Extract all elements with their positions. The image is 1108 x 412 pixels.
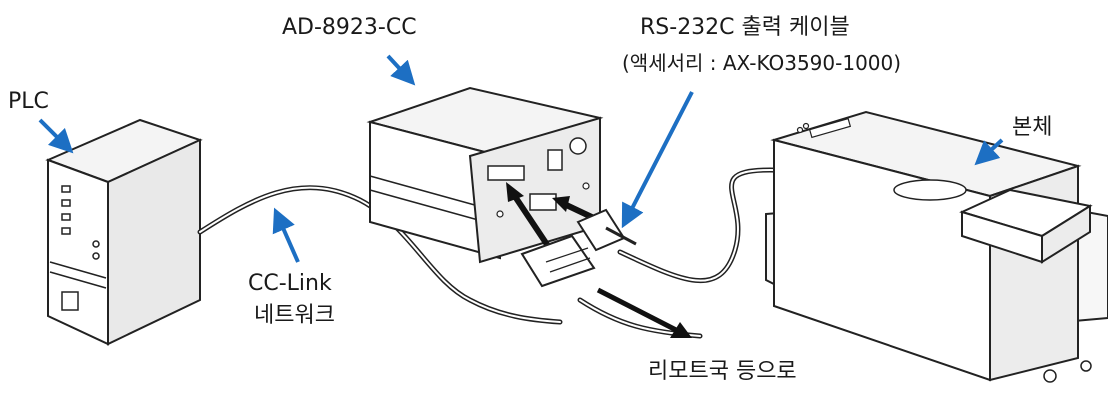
cclink-label-line1: CC-Link xyxy=(248,271,332,296)
remote-direction-arrow xyxy=(596,287,692,338)
converter-label: AD-8923-CC xyxy=(282,15,417,40)
plc-label: PLC xyxy=(8,89,49,114)
cclink-pointer-arrow xyxy=(272,207,300,263)
main-unit-device xyxy=(765,110,1108,383)
plc-device xyxy=(45,118,203,346)
cclink-label-line2: 네트워크 xyxy=(254,303,335,328)
cc-link-plug xyxy=(520,234,596,288)
rs232c-plug xyxy=(576,208,637,252)
remote-label: 리모트국 등으로 xyxy=(648,359,797,384)
connector-arrowheads xyxy=(506,182,570,212)
converter-pointer-arrow xyxy=(386,54,416,86)
plc-pointer-arrow xyxy=(38,118,74,154)
main-unit-pointer-arrow xyxy=(974,138,1004,166)
main-unit-label: 본체 xyxy=(1012,115,1052,140)
pointer-arrows xyxy=(38,54,1004,263)
rs232c-pointer-arrow xyxy=(621,91,694,229)
converter-device xyxy=(366,86,604,264)
rs232c-label-line2: (액세서리 : AX-KO3590-1000) xyxy=(622,51,901,75)
rs232c-label-line1: RS-232C 출력 케이블 xyxy=(640,15,850,40)
diagram-labels: PLC AD-8923-CC RS-232C 출력 케이블 (액세서리 : AX… xyxy=(8,15,1052,384)
